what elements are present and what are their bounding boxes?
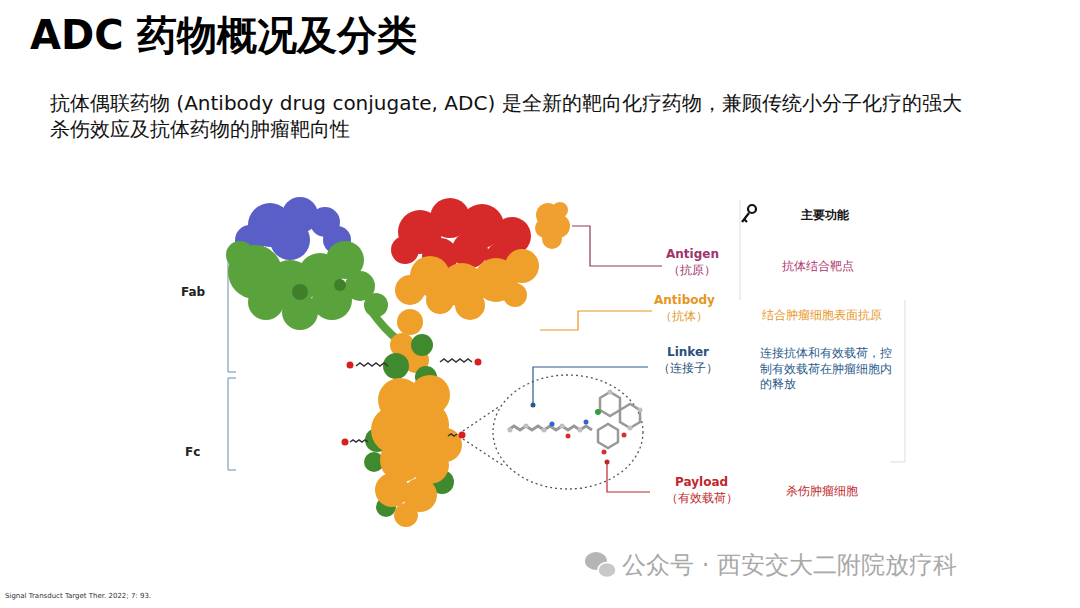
watermark: 公众号 · 西安交大二附院放疗科 xyxy=(622,550,957,580)
part-name-cn: （有效载荷） xyxy=(666,491,738,506)
function-text: 抗体结合靶点 xyxy=(782,259,854,274)
wechat-icon xyxy=(585,552,616,578)
linker-payload xyxy=(350,359,472,442)
part-name-cn: （抗体） xyxy=(660,309,708,324)
part-name-cn: （连接子） xyxy=(658,361,718,376)
intro-text: 抗体偶联药物 (Antibody drug conjugate, ADC) 是全… xyxy=(50,90,980,142)
function-text: 杀伤肿瘤细胞 xyxy=(786,484,858,499)
part-name: Antigen xyxy=(666,247,719,262)
antigen-blob xyxy=(535,202,570,249)
fab-right xyxy=(391,198,539,320)
part-name: Antibody xyxy=(654,293,715,308)
source-note: Signal Transduct Target Ther. 2022; 7: 9… xyxy=(5,592,151,601)
part-name: Payload xyxy=(675,475,728,490)
linker-molecule xyxy=(508,390,643,455)
leader-dot xyxy=(605,460,610,465)
slide-title: ADC 药物概况及分类 xyxy=(30,8,417,63)
part-name-cn: （抗原） xyxy=(668,263,716,278)
function-text: 连接抗体和有效载荷，控制有效载荷在肿瘤细胞内的释放 xyxy=(760,346,892,393)
separator-line xyxy=(740,200,905,462)
column-heading: 主要功能 xyxy=(801,208,849,223)
payload-dot xyxy=(342,359,482,446)
leader-dot xyxy=(531,403,536,408)
function-text: 结合肿瘤细胞表面抗原 xyxy=(762,308,882,323)
part-name: Linker xyxy=(667,345,709,360)
fc-region xyxy=(364,375,462,527)
fab-left xyxy=(226,197,388,330)
zoom-callout xyxy=(463,375,643,489)
leader-line xyxy=(533,226,662,492)
region-label: Fc xyxy=(185,445,200,460)
key-icon xyxy=(742,205,756,222)
region-label: Fab xyxy=(181,285,205,300)
